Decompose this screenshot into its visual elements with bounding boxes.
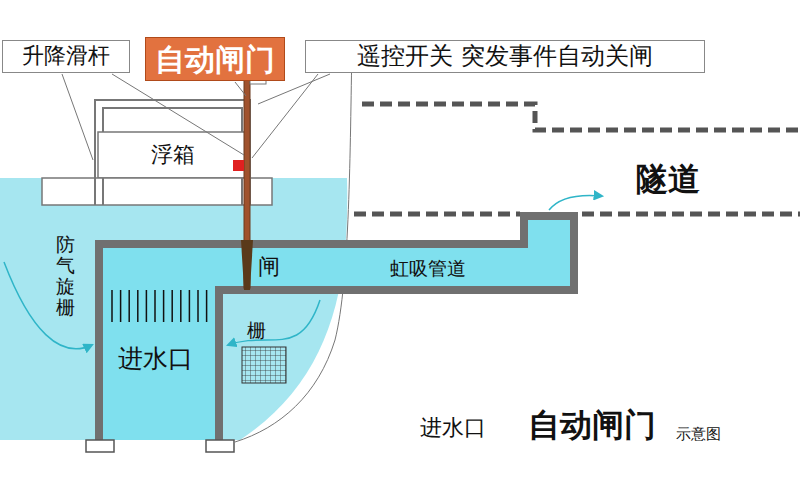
float-box: [42, 178, 272, 205]
callout-box: 遥控开关 突发事件自动关闸: [305, 40, 705, 73]
caption-title: 自动闸门: [528, 408, 656, 443]
pipe-label: 虹吸管道: [390, 258, 466, 279]
callout-box: 升降滑杆: [2, 40, 130, 73]
float-box-label: 浮箱: [99, 133, 247, 177]
caption-text: 进水口: [420, 416, 486, 440]
node-text: 自动闸门: [155, 43, 275, 76]
title-box: 自动闸门: [145, 37, 285, 81]
caption-text: 示意图: [676, 426, 721, 443]
tunnel-outline: [354, 104, 800, 214]
leader-line: [62, 74, 330, 160]
grille-label: 防气旋栅: [56, 234, 75, 318]
flow-arrow: [4, 195, 602, 348]
pipe-walls: [95, 212, 578, 440]
pipe-water: [103, 220, 570, 440]
trash-rack: [242, 347, 286, 383]
node-text: 浮箱: [151, 143, 195, 167]
intake-label: 进水口: [118, 345, 193, 373]
node-text: 升降滑杆: [22, 44, 110, 68]
tunnel-label: 隧道: [636, 162, 700, 197]
rack-label: 栅: [247, 320, 266, 341]
remote-switch: [233, 160, 244, 171]
node-text: 遥控开关 突发事件自动关闸: [357, 43, 653, 69]
gate-label: 闸: [258, 255, 280, 279]
foot: [86, 440, 114, 452]
anti-vortex-grille: [112, 290, 207, 322]
float-box-top: [98, 132, 248, 178]
gate: [241, 240, 253, 290]
foot: [206, 440, 234, 452]
